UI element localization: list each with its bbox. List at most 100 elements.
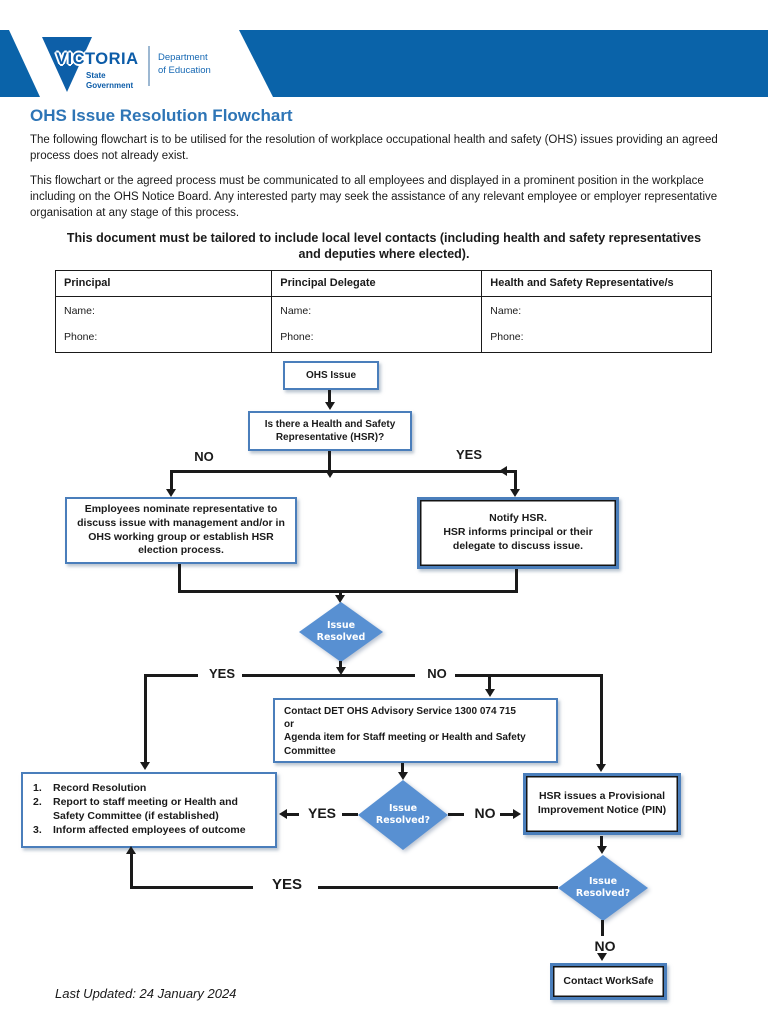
arrowhead-to-worksafe xyxy=(597,953,607,961)
connector-diamond1-down xyxy=(339,661,342,668)
hsr-question-box: Is there a Health and Safety Representat… xyxy=(248,411,412,451)
employees-nominate-label: Employees nominate representative to dis… xyxy=(77,502,285,557)
diamond3-line2: Resolved? xyxy=(575,888,631,899)
connector-right-merge xyxy=(515,569,518,593)
state-government-text: State Government xyxy=(86,71,133,90)
department-line2: of Education xyxy=(158,65,211,76)
issue-resolved-diamond-1-shape: Issue Resolved xyxy=(299,602,383,662)
hsr-question-label: Is there a Health and Safety Representat… xyxy=(264,418,396,443)
arrowhead-merge-down xyxy=(335,595,345,603)
arrowhead-yes-to-record xyxy=(279,809,287,819)
connector-yes-return-a xyxy=(130,886,253,889)
connector-diamond3-no xyxy=(601,920,604,936)
connector-no3-b xyxy=(500,813,514,816)
banner-left-wedge xyxy=(0,30,40,97)
notify-hsr-line2: HSR informs principal or their delegate … xyxy=(443,526,593,552)
branch1-no-label: NO xyxy=(182,449,226,464)
banner-blue-bar xyxy=(239,30,768,97)
contact-det-line3: Agenda item for Staff meeting or Health … xyxy=(284,732,526,757)
arrowhead-contact-to-diamond2 xyxy=(398,772,408,780)
name-field-label: Name: xyxy=(64,305,95,317)
diamond2-no-label: NO xyxy=(466,805,504,821)
ohs-issue-label: OHS Issue xyxy=(305,369,357,381)
record-item-2: 2. Report to staff meeting or Health and… xyxy=(33,796,269,824)
name-field-label: Name: xyxy=(280,305,312,317)
record-item-2-number: 2. xyxy=(33,796,42,809)
connector-branch1 xyxy=(170,470,516,473)
connector-yes3-b xyxy=(342,813,358,816)
diamond1-line2: Resolved xyxy=(316,632,366,643)
connector-yes-down xyxy=(514,470,517,490)
col-hsr: Health and Safety Representative/s xyxy=(481,270,712,297)
connector-yes-return-up xyxy=(130,853,133,889)
ohs-issue-box: OHS Issue xyxy=(283,361,379,390)
connector-no3-a xyxy=(448,813,464,816)
connector-merge-horizontal xyxy=(178,590,518,593)
contacts-header-row: Principal Principal Delegate Health and … xyxy=(54,270,712,297)
connector-no2-down xyxy=(600,674,603,766)
employees-nominate-box: Employees nominate representative to dis… xyxy=(65,497,297,564)
record-item-3-number: 3. xyxy=(33,823,42,836)
state-government-line2: Government xyxy=(86,80,134,90)
name-field-label: Name: xyxy=(490,305,522,317)
department-of-education-text: Department of Education xyxy=(158,51,211,77)
diamond2-line1: Issue xyxy=(388,802,418,814)
phone-field-label: Phone: xyxy=(490,331,524,343)
diamond3-no-label: NO xyxy=(585,938,625,954)
record-item-1: 1. Record Resolution xyxy=(33,782,146,796)
logo-divider xyxy=(148,46,150,86)
connector-branch2-b xyxy=(242,674,415,677)
record-resolution-box: 1. Record Resolution 2. Report to staff … xyxy=(21,772,277,848)
intro-paragraph-2: This flowchart or the agreed process mus… xyxy=(30,175,718,219)
record-item-1-text: Record Resolution xyxy=(53,782,147,795)
col-principal: Principal xyxy=(54,270,273,297)
issue-resolved-diamond-1: Issue Resolved xyxy=(299,602,383,662)
arrowhead-yes-return-up xyxy=(126,846,136,854)
principal-cell: Name: Phone: xyxy=(54,296,273,353)
diamond1-line1: Issue xyxy=(326,619,356,631)
arrowhead-pin-to-diamond3 xyxy=(597,846,607,854)
issue-resolved-diamond-2: Issue Resolved? xyxy=(358,780,448,850)
pin-box: HSR issues a Provisional Improvement Not… xyxy=(523,773,681,835)
arrowhead-ohs-to-hsr xyxy=(325,402,335,410)
contact-det-box: Contact DET OHS Advisory Service 1300 07… xyxy=(273,698,558,763)
arrowhead-branch1-yes xyxy=(499,466,507,476)
contacts-body-row: Name: Phone: Name: Phone: Name: Phone: xyxy=(54,296,712,353)
department-line1: Department xyxy=(158,52,208,63)
connector-branch2-a xyxy=(144,674,200,677)
issue-resolved-diamond-3: Issue Resolved? xyxy=(558,855,648,921)
diamond2-yes-label: YES xyxy=(300,805,344,821)
arrowhead-no-down xyxy=(166,489,176,497)
hsr-cell: Name: Phone: xyxy=(481,296,712,353)
diamond3-yes-label: YES xyxy=(255,876,319,893)
tailor-notice: This document must be tailored to includ… xyxy=(66,231,702,261)
phone-field-label: Phone: xyxy=(64,331,98,343)
connector-left-merge xyxy=(178,564,181,593)
last-updated-note: Last Updated: 24 January 2024 xyxy=(55,986,237,1001)
connector-yes2-down xyxy=(144,674,147,762)
connector-to-contact-det xyxy=(488,674,491,690)
connector-merge-down xyxy=(339,592,342,597)
record-item-2-text: Report to staff meeting or Health and Sa… xyxy=(53,796,238,822)
connector-no-down xyxy=(170,470,173,490)
phone-field-label: Phone: xyxy=(280,331,314,343)
issue-resolved-diamond-2-shape: Issue Resolved? xyxy=(358,780,448,850)
arrowhead-yes2-down xyxy=(140,762,150,770)
connector-contact-to-diamond2 xyxy=(401,763,404,773)
arrowhead-hsr-down xyxy=(325,470,335,478)
arrowhead-diamond1-down xyxy=(336,667,346,675)
arrowhead-no2-down xyxy=(596,764,606,772)
state-government-line1: State xyxy=(86,71,106,80)
record-item-3-text: Inform affected employees of outcome xyxy=(53,823,246,836)
connector-ohs-to-hsr xyxy=(328,390,331,403)
contact-det-line1: Contact DET OHS Advisory Service 1300 07… xyxy=(284,706,516,717)
diamond2-line2: Resolved? xyxy=(375,815,431,826)
branch1-yes-label: YES xyxy=(447,447,491,462)
arrowhead-yes-down xyxy=(510,489,520,497)
col-principal-delegate: Principal Delegate xyxy=(271,270,483,297)
notify-hsr-box: Notify HSR. HSR informs principal or the… xyxy=(417,497,619,569)
intro-paragraph-1: The following flowchart is to be utilise… xyxy=(30,134,718,162)
issue-resolved-diamond-3-shape: Issue Resolved? xyxy=(558,855,648,921)
connector-pin-to-diamond3 xyxy=(600,836,603,847)
